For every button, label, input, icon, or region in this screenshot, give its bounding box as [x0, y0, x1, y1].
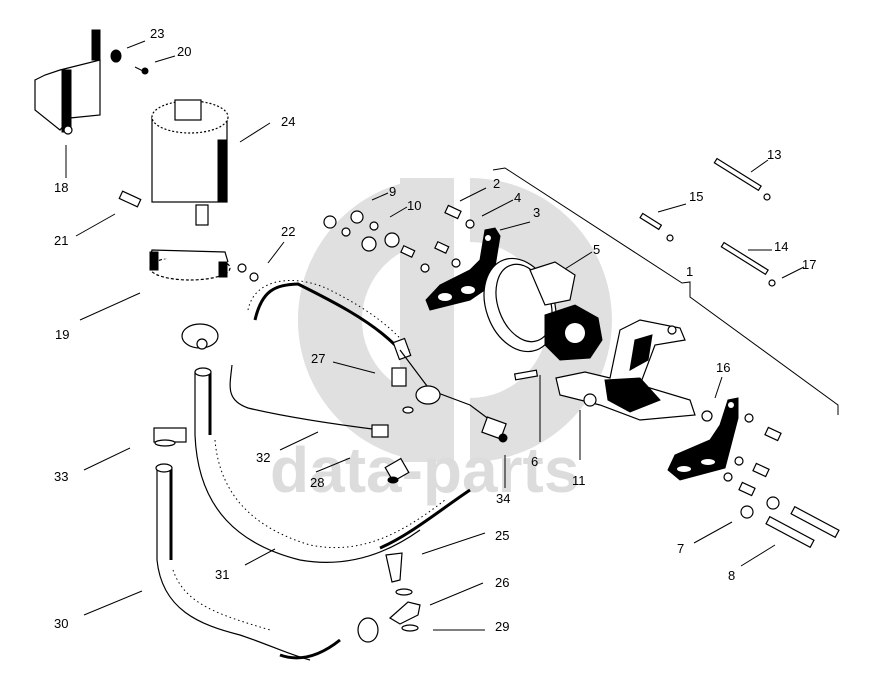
part-32-fitting — [371, 424, 389, 438]
callout-9[interactable]: 9 — [389, 184, 396, 199]
part-30-hose — [156, 468, 311, 661]
part-17-washer — [768, 279, 776, 287]
callout-3[interactable]: 3 — [533, 205, 540, 220]
part-20-bolt — [134, 66, 149, 75]
part-5-pump — [483, 257, 603, 361]
part-19-clamp — [149, 249, 231, 281]
part-16-bracket — [667, 397, 754, 481]
part-9-10-washers — [323, 210, 461, 273]
part-22-washers — [237, 263, 259, 282]
callout-14[interactable]: 14 — [774, 239, 788, 254]
part-31-hose — [194, 372, 421, 563]
callout-27[interactable]: 27 — [311, 351, 325, 366]
pressure-line-end — [415, 385, 441, 405]
callout-11[interactable]: 11 — [572, 473, 586, 488]
part-24-reservoir — [151, 99, 229, 226]
watermark-text: data-parts — [270, 434, 579, 506]
callout-15[interactable]: 15 — [689, 189, 703, 204]
callout-20[interactable]: 20 — [177, 44, 191, 59]
watermark-logo-stem — [400, 178, 454, 462]
part-4-washer — [465, 219, 475, 229]
callout-labels: 23 20 24 18 21 22 19 27 32 28 33 31 30 2… — [54, 26, 816, 634]
part-30-hose-end — [155, 463, 173, 473]
part-11-bracket — [555, 319, 696, 421]
callout-18[interactable]: 18 — [54, 180, 68, 195]
callout-25[interactable]: 25 — [495, 528, 509, 543]
part-13-bolt — [713, 157, 762, 192]
callout-32[interactable]: 32 — [256, 450, 270, 465]
callout-21[interactable]: 21 — [54, 233, 68, 248]
callout-26[interactable]: 26 — [495, 575, 509, 590]
part-30-hose-bottom — [279, 638, 341, 660]
part-23-washer — [110, 49, 122, 63]
part-29-seal — [401, 624, 419, 632]
part-21-bolt — [118, 190, 142, 208]
part-26-seal — [395, 588, 413, 596]
o-ring — [402, 406, 414, 414]
part-32-hose-inner — [247, 280, 411, 351]
callout-34[interactable]: 34 — [496, 491, 510, 506]
callout-30[interactable]: 30 — [54, 616, 68, 631]
part-18-bracket — [34, 29, 101, 135]
callout-31[interactable]: 31 — [215, 567, 229, 582]
hose-clamp-lower — [357, 617, 379, 643]
part-34-fitting — [481, 416, 508, 443]
callout-29[interactable]: 29 — [495, 619, 509, 634]
part-32-hose — [229, 364, 381, 431]
part-13-washer — [763, 193, 771, 201]
part-31-hose-end — [194, 367, 212, 377]
callout-13[interactable]: 13 — [767, 147, 781, 162]
callout-6[interactable]: 6 — [531, 454, 538, 469]
part-33-clamp — [153, 427, 187, 447]
part-7-8-fasteners — [723, 426, 840, 549]
assembly-outline — [492, 167, 839, 415]
callout-28[interactable]: 28 — [310, 475, 324, 490]
callout-33[interactable]: 33 — [54, 469, 68, 484]
callout-7[interactable]: 7 — [677, 541, 684, 556]
callout-2[interactable]: 2 — [493, 176, 500, 191]
callout-8[interactable]: 8 — [728, 568, 735, 583]
part-3-bracket — [425, 227, 501, 311]
part-14-bolt — [720, 241, 769, 276]
part-32-hose-top — [253, 282, 397, 347]
callout-19[interactable]: 19 — [55, 327, 69, 342]
callout-23[interactable]: 23 — [150, 26, 164, 41]
small-clamp — [181, 323, 219, 350]
callout-10[interactable]: 10 — [407, 198, 421, 213]
callout-16[interactable]: 16 — [716, 360, 730, 375]
part-25-banjo-bolt — [385, 552, 403, 583]
part-28-fitting — [384, 457, 410, 484]
part-2-bolt — [444, 204, 462, 220]
callout-5[interactable]: 5 — [593, 242, 600, 257]
part-31-hose-inner — [214, 439, 446, 549]
part-31-hose-bottom — [379, 488, 471, 550]
leader-lines — [65, 40, 805, 631]
callout-1[interactable]: 1 — [686, 264, 693, 279]
pressure-line — [399, 349, 491, 421]
part-26-banjo — [388, 601, 421, 625]
part-15-washer — [666, 234, 674, 242]
callout-17[interactable]: 17 — [802, 257, 816, 272]
callout-22[interactable]: 22 — [281, 224, 295, 239]
callout-24[interactable]: 24 — [281, 114, 295, 129]
part-15-bolt — [639, 212, 663, 231]
part-6-pin — [513, 369, 539, 381]
callout-4[interactable]: 4 — [514, 190, 521, 205]
